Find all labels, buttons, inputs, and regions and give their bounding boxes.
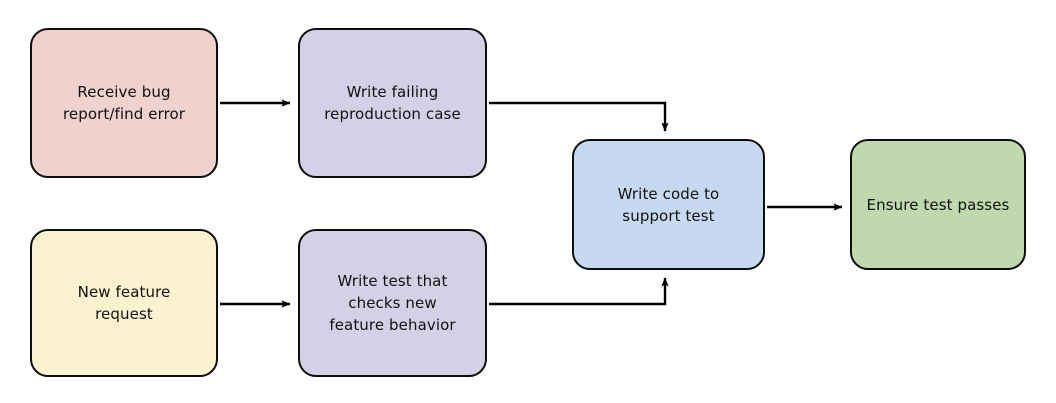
edge-write-test-to-write-code xyxy=(489,277,669,306)
node-ensure-test-passes[interactable]: Ensure test passes xyxy=(850,139,1026,270)
node-write-failing-reproduction-case[interactable]: Write failing reproduction case xyxy=(298,28,487,178)
node-new-feature-request[interactable]: New feature request xyxy=(30,229,218,377)
node-write-code-to-support-test[interactable]: Write code to support test xyxy=(572,139,765,270)
node-receive-bug-report[interactable]: Receive bug report/find error xyxy=(30,28,218,178)
node-write-test-checks-new-feature[interactable]: Write test that checks new feature behav… xyxy=(298,229,487,377)
edge-failing-case-to-write-code xyxy=(489,101,669,132)
